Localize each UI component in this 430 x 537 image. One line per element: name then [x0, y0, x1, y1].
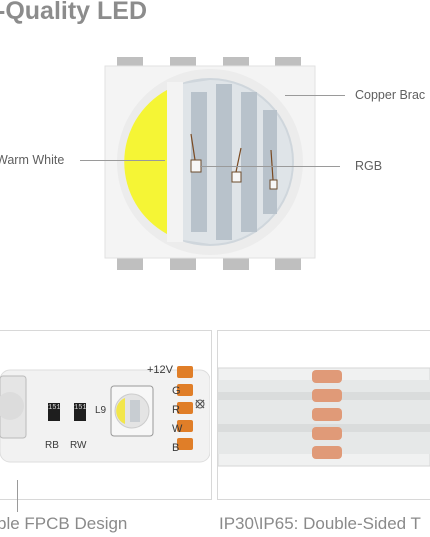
led-strip-illustration: [0, 366, 210, 463]
headline: -Quality LED: [0, 0, 148, 25]
pin-w-label: W: [172, 423, 183, 435]
rgb-callout-line: [200, 166, 340, 167]
rb-label: RB: [45, 440, 59, 451]
rgb-label: RGB: [355, 159, 383, 173]
fpcb-caption: ble FPCB Design: [0, 514, 128, 533]
pin-b-label: B: [172, 442, 180, 454]
copper-label: Copper Brac: [355, 88, 426, 102]
resistor-rb: 151: [48, 403, 61, 421]
copper-callout-line: [285, 95, 345, 96]
pin-g-label: G: [172, 385, 181, 397]
warm-white-callout-line: [80, 160, 165, 161]
resistor-rw: 151: [74, 403, 87, 421]
pin-r-label: R: [172, 404, 180, 416]
led-chip-illustration: [104, 57, 316, 270]
l9-label: L9: [95, 405, 107, 416]
waterproof-caption: IP30\IP65: Double-Sided T: [219, 514, 421, 533]
pin-12v-label: +12V: [147, 364, 173, 376]
warm-white-label: Warm White: [0, 153, 65, 167]
fpcb-callout-line: [17, 480, 18, 512]
rw-label: RW: [70, 440, 87, 451]
waterproof-strip-illustration: [218, 367, 430, 467]
